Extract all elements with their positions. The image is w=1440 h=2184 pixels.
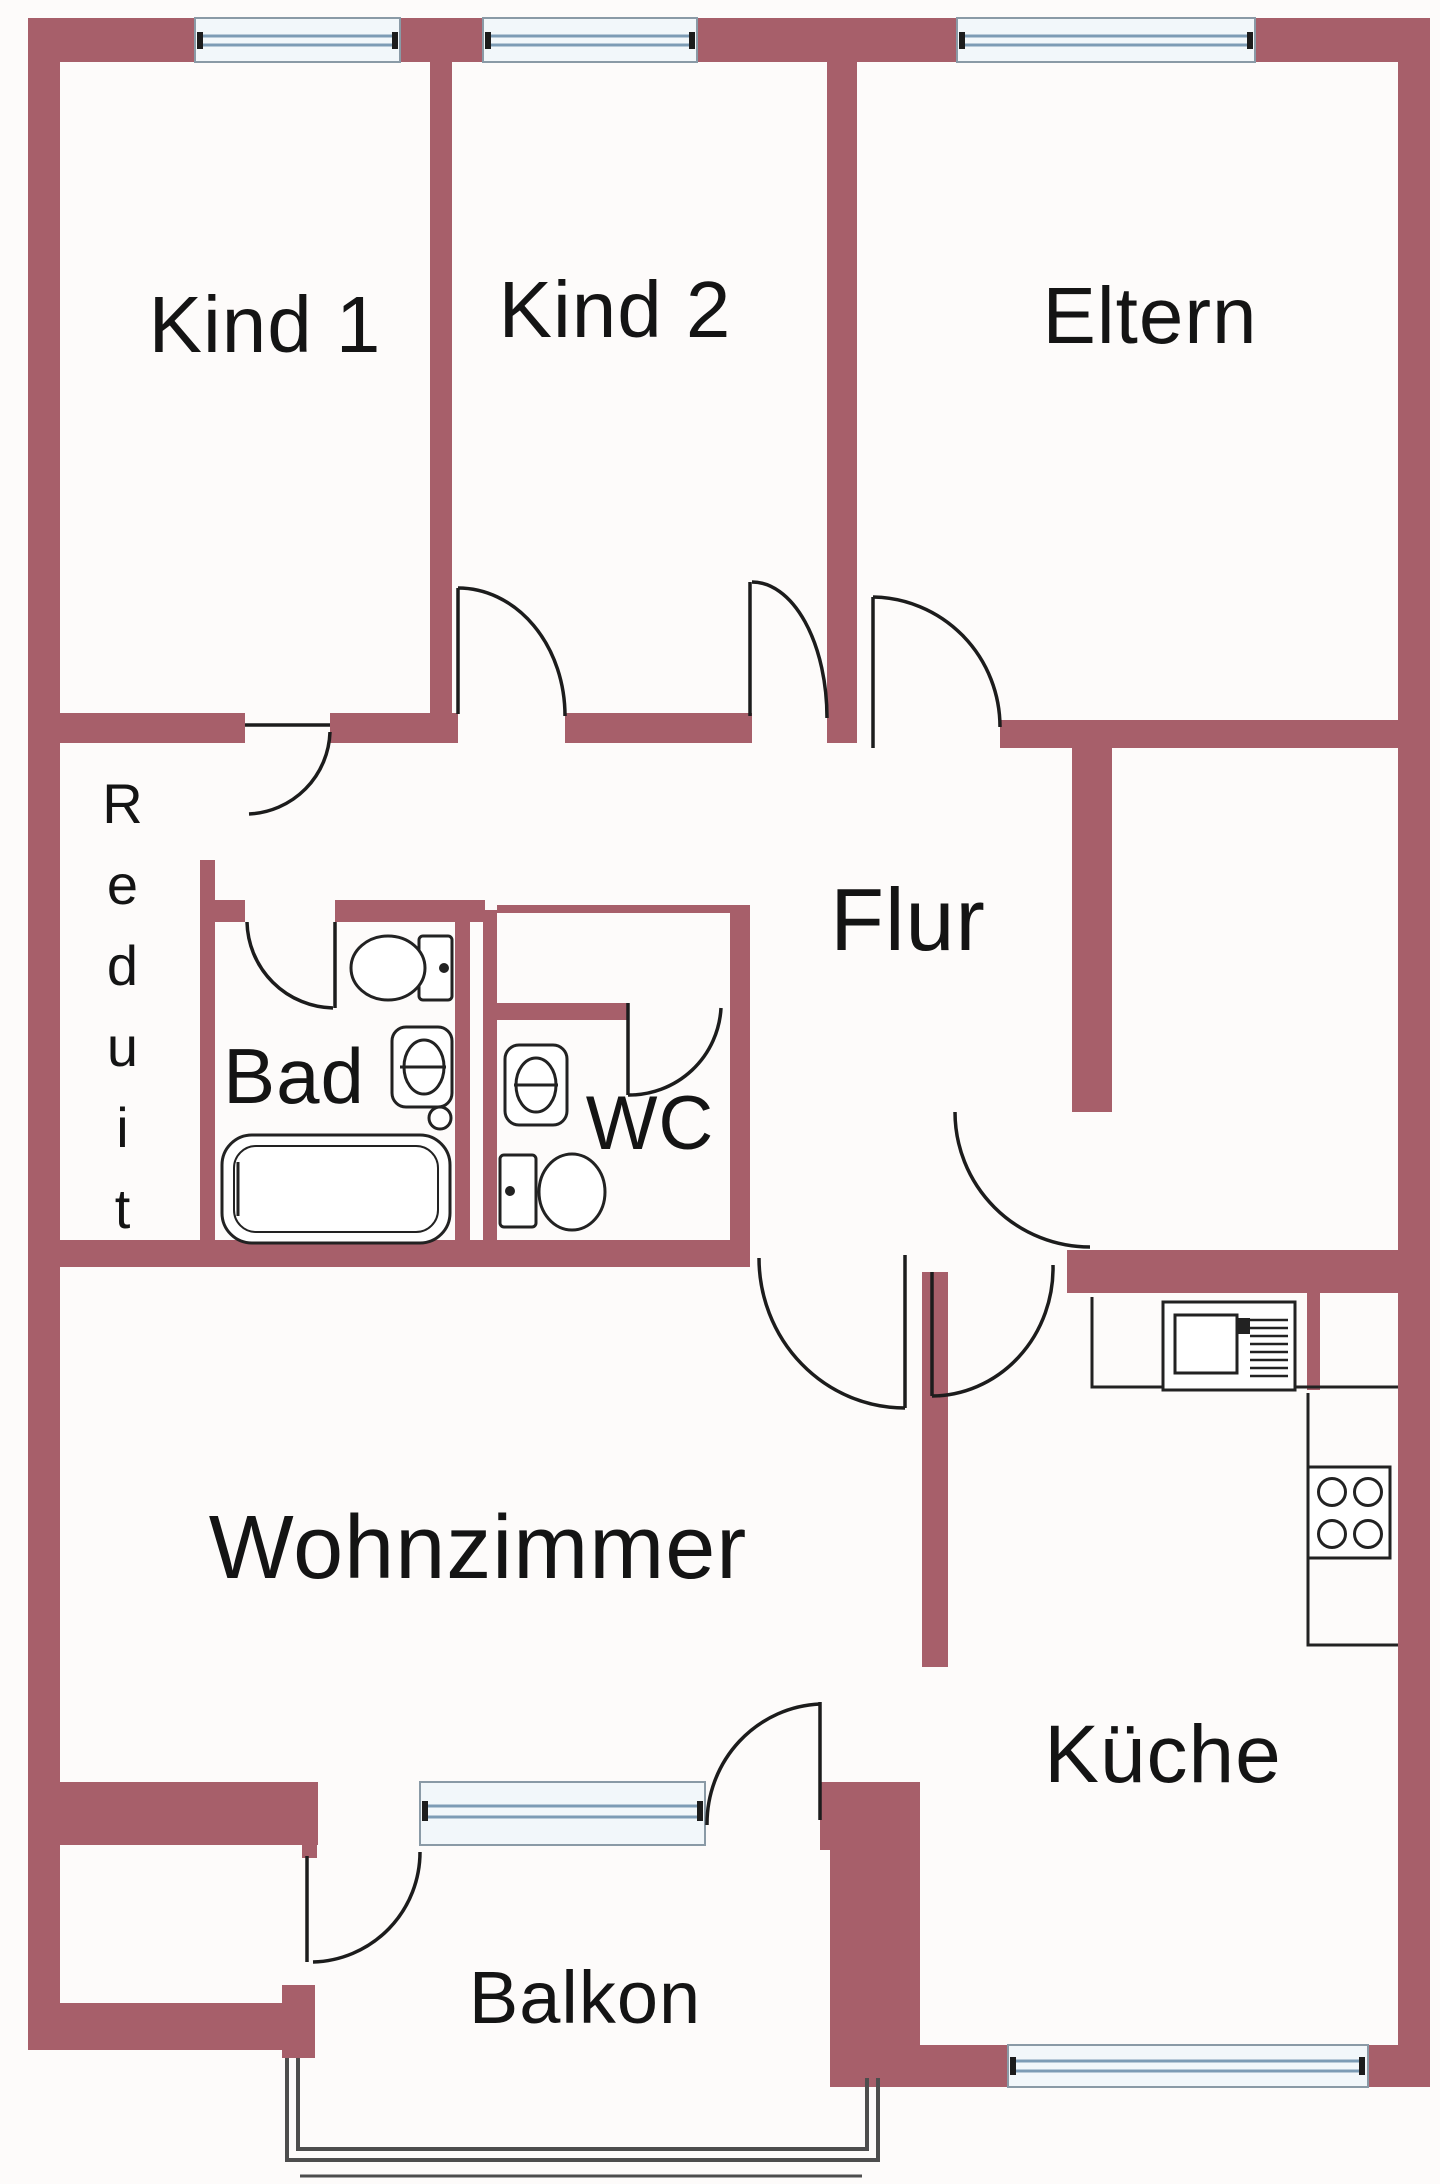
wall-segment bbox=[28, 2003, 285, 2050]
wall-segment bbox=[335, 900, 485, 922]
room-label-kind1: Kind 1 bbox=[148, 280, 382, 369]
wall-segment bbox=[922, 1272, 948, 1667]
windows bbox=[194, 17, 1369, 2088]
wall-segment bbox=[282, 1985, 315, 2058]
door-kueche-corridor bbox=[930, 1264, 1055, 1398]
kitchen-sink-unit bbox=[1161, 1300, 1297, 1392]
drainboard-hatch bbox=[1250, 1318, 1288, 1378]
sink-wc bbox=[503, 1043, 569, 1127]
toilet-bad bbox=[349, 934, 454, 1002]
room-label-kind2: Kind 2 bbox=[498, 265, 732, 354]
wall-segment bbox=[1072, 748, 1112, 1112]
room-label-reduit: Reduit bbox=[91, 772, 154, 1258]
balcony-railing bbox=[285, 2058, 880, 2178]
wall-segment bbox=[697, 18, 957, 62]
door-kind2 bbox=[748, 580, 829, 719]
door-eltern bbox=[871, 595, 1002, 748]
wall-segment bbox=[57, 1782, 318, 1845]
sink-bad bbox=[390, 1025, 454, 1131]
door-kueche-flur bbox=[953, 1111, 1091, 1249]
window-kueche-bottom bbox=[1007, 2044, 1369, 2088]
wall-segment bbox=[455, 922, 470, 1252]
wall-segment bbox=[1000, 720, 1398, 748]
door-kind1 bbox=[456, 586, 567, 717]
doors bbox=[245, 580, 1091, 1964]
wall-segment bbox=[830, 1850, 920, 2087]
wall-segment bbox=[730, 905, 750, 1252]
wall-segment bbox=[827, 60, 857, 743]
door-balkon-right bbox=[705, 1702, 822, 1826]
wall-segment bbox=[497, 905, 742, 913]
wall-segment bbox=[820, 1782, 920, 1850]
kitchen-fixtures bbox=[1090, 1297, 1398, 1647]
wall-segment bbox=[200, 860, 215, 1242]
wall-segment bbox=[1307, 1293, 1320, 1390]
door-wc bbox=[626, 1003, 723, 1097]
wall-segment bbox=[302, 1832, 317, 1858]
wall-segment bbox=[213, 900, 245, 922]
wall-segment bbox=[483, 910, 497, 1252]
room-label-eltern: Eltern bbox=[1042, 271, 1258, 360]
wall-segment bbox=[565, 713, 752, 743]
toilet-wc bbox=[498, 1152, 607, 1232]
wall-segment bbox=[497, 1003, 628, 1020]
wall-segment bbox=[57, 713, 245, 743]
room-label-kueche: Küche bbox=[1044, 1709, 1282, 1800]
window-wohnzimmer-bottom bbox=[419, 1781, 706, 1846]
stove-4-burner bbox=[1306, 1465, 1392, 1560]
door-balkon-left bbox=[305, 1851, 422, 1964]
door-wohnzimmer bbox=[757, 1255, 907, 1410]
wall-segment bbox=[430, 60, 452, 740]
room-label-balkon: Balkon bbox=[468, 1956, 702, 2039]
walls bbox=[28, 18, 1430, 2087]
door-bad bbox=[245, 921, 337, 1010]
wall-segment bbox=[1067, 1250, 1398, 1293]
wall-segment bbox=[400, 18, 483, 62]
room-label-bad: Bad bbox=[223, 1032, 365, 1120]
wall-segment bbox=[330, 713, 458, 743]
window-kind2-top bbox=[482, 17, 698, 63]
room-label-flur: Flur bbox=[830, 870, 986, 969]
door-reduit bbox=[245, 723, 332, 816]
wall-segment bbox=[28, 18, 60, 2050]
room-label-wc: WC bbox=[585, 1081, 715, 1166]
wall-segment bbox=[1368, 2045, 1398, 2087]
bath-fixtures bbox=[220, 934, 607, 1245]
wall-segment bbox=[1398, 18, 1430, 2087]
room-label-wohnzimmer: Wohnzimmer bbox=[208, 1498, 748, 1598]
window-eltern-top bbox=[956, 17, 1256, 63]
window-kind1-top bbox=[194, 17, 401, 63]
bathtub bbox=[220, 1133, 452, 1245]
